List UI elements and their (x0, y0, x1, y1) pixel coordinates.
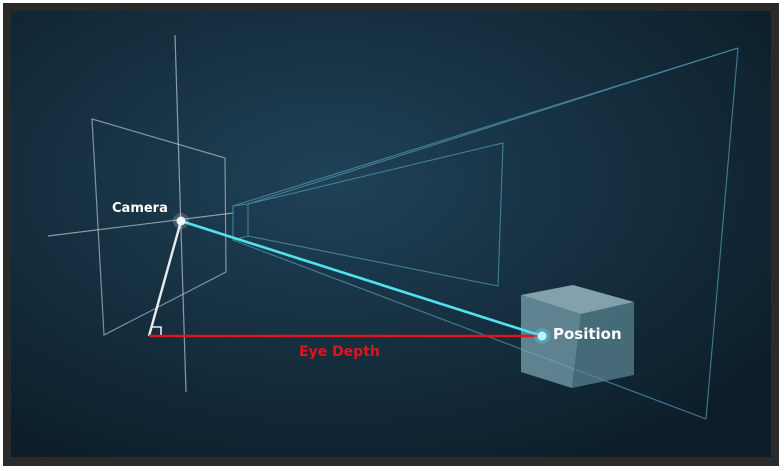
near-plane (91, 118, 227, 336)
position-label: Position (553, 325, 622, 343)
cube-top-face (521, 285, 634, 314)
camera-vertical-axis (174, 34, 187, 393)
frustum-edge-inner-bottom (247, 235, 499, 287)
camera-horizontal-axis (47, 212, 234, 237)
camera-point (176, 216, 186, 226)
target-cube (521, 285, 634, 388)
background-panel (11, 11, 771, 457)
position-point (537, 331, 547, 341)
cube-front-face (521, 295, 581, 388)
cube-side-face (572, 302, 634, 388)
camera-label: Camera (112, 201, 168, 216)
camera-point-glow (173, 213, 189, 229)
frustum-inner-wall (247, 142, 504, 287)
view-frustum (232, 47, 739, 420)
frustum-edge-top-inner (247, 47, 739, 205)
frustum-edge-bottom (232, 239, 707, 420)
position-point-glow (534, 328, 550, 344)
frustum-far-right-edge (705, 47, 739, 420)
camera-drop-line (147, 220, 183, 337)
camera-axes (47, 34, 234, 393)
camera-to-position-line (180, 219, 543, 338)
right-angle-marker (151, 326, 162, 336)
eye-depth-label: Eye Depth (299, 344, 380, 360)
